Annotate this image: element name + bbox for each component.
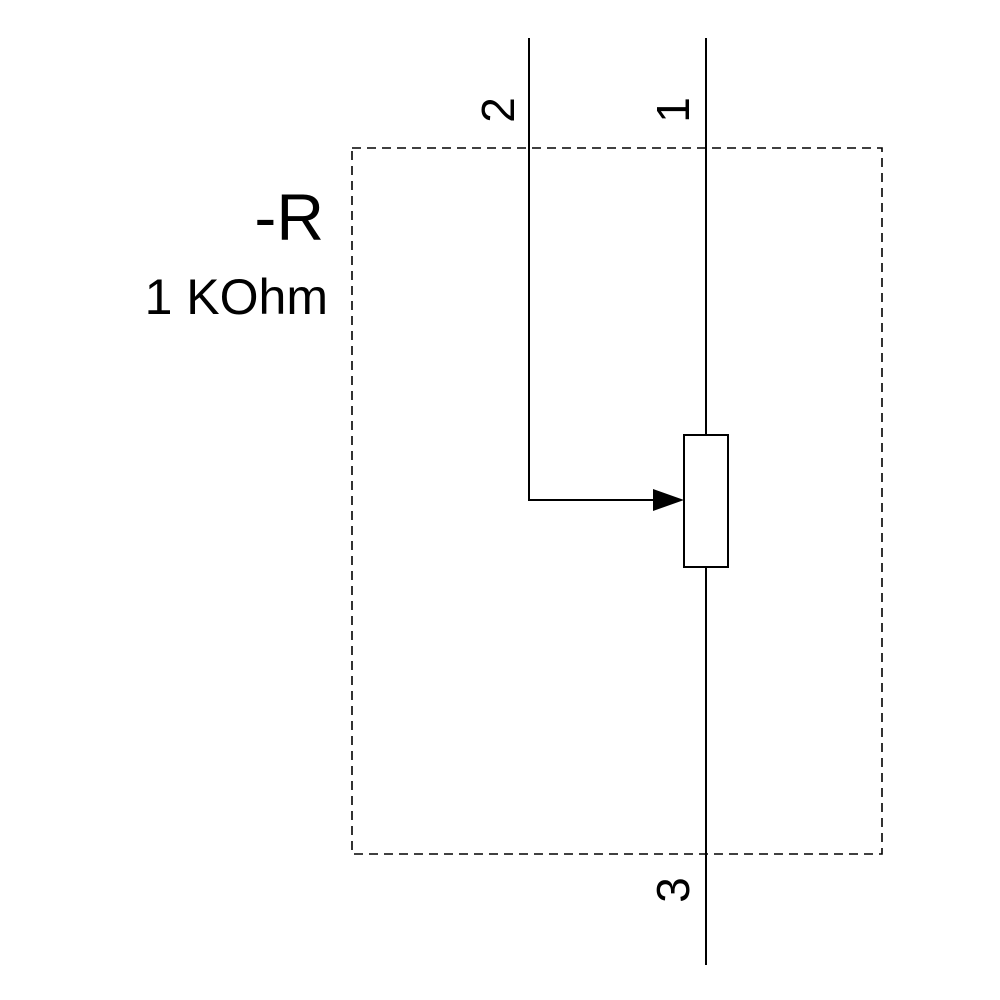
pin-label-3: 3 <box>647 877 699 903</box>
component-designation: -R <box>254 180 324 254</box>
wiper-arrow-head <box>653 489 684 511</box>
component-boundary <box>351 147 883 855</box>
pin-label-2: 2 <box>472 97 524 123</box>
wiper-wire <box>528 38 654 501</box>
pin-label-1: 1 <box>647 97 699 123</box>
component-value: 1 KOhm <box>145 269 328 325</box>
resistor-body <box>683 434 729 568</box>
